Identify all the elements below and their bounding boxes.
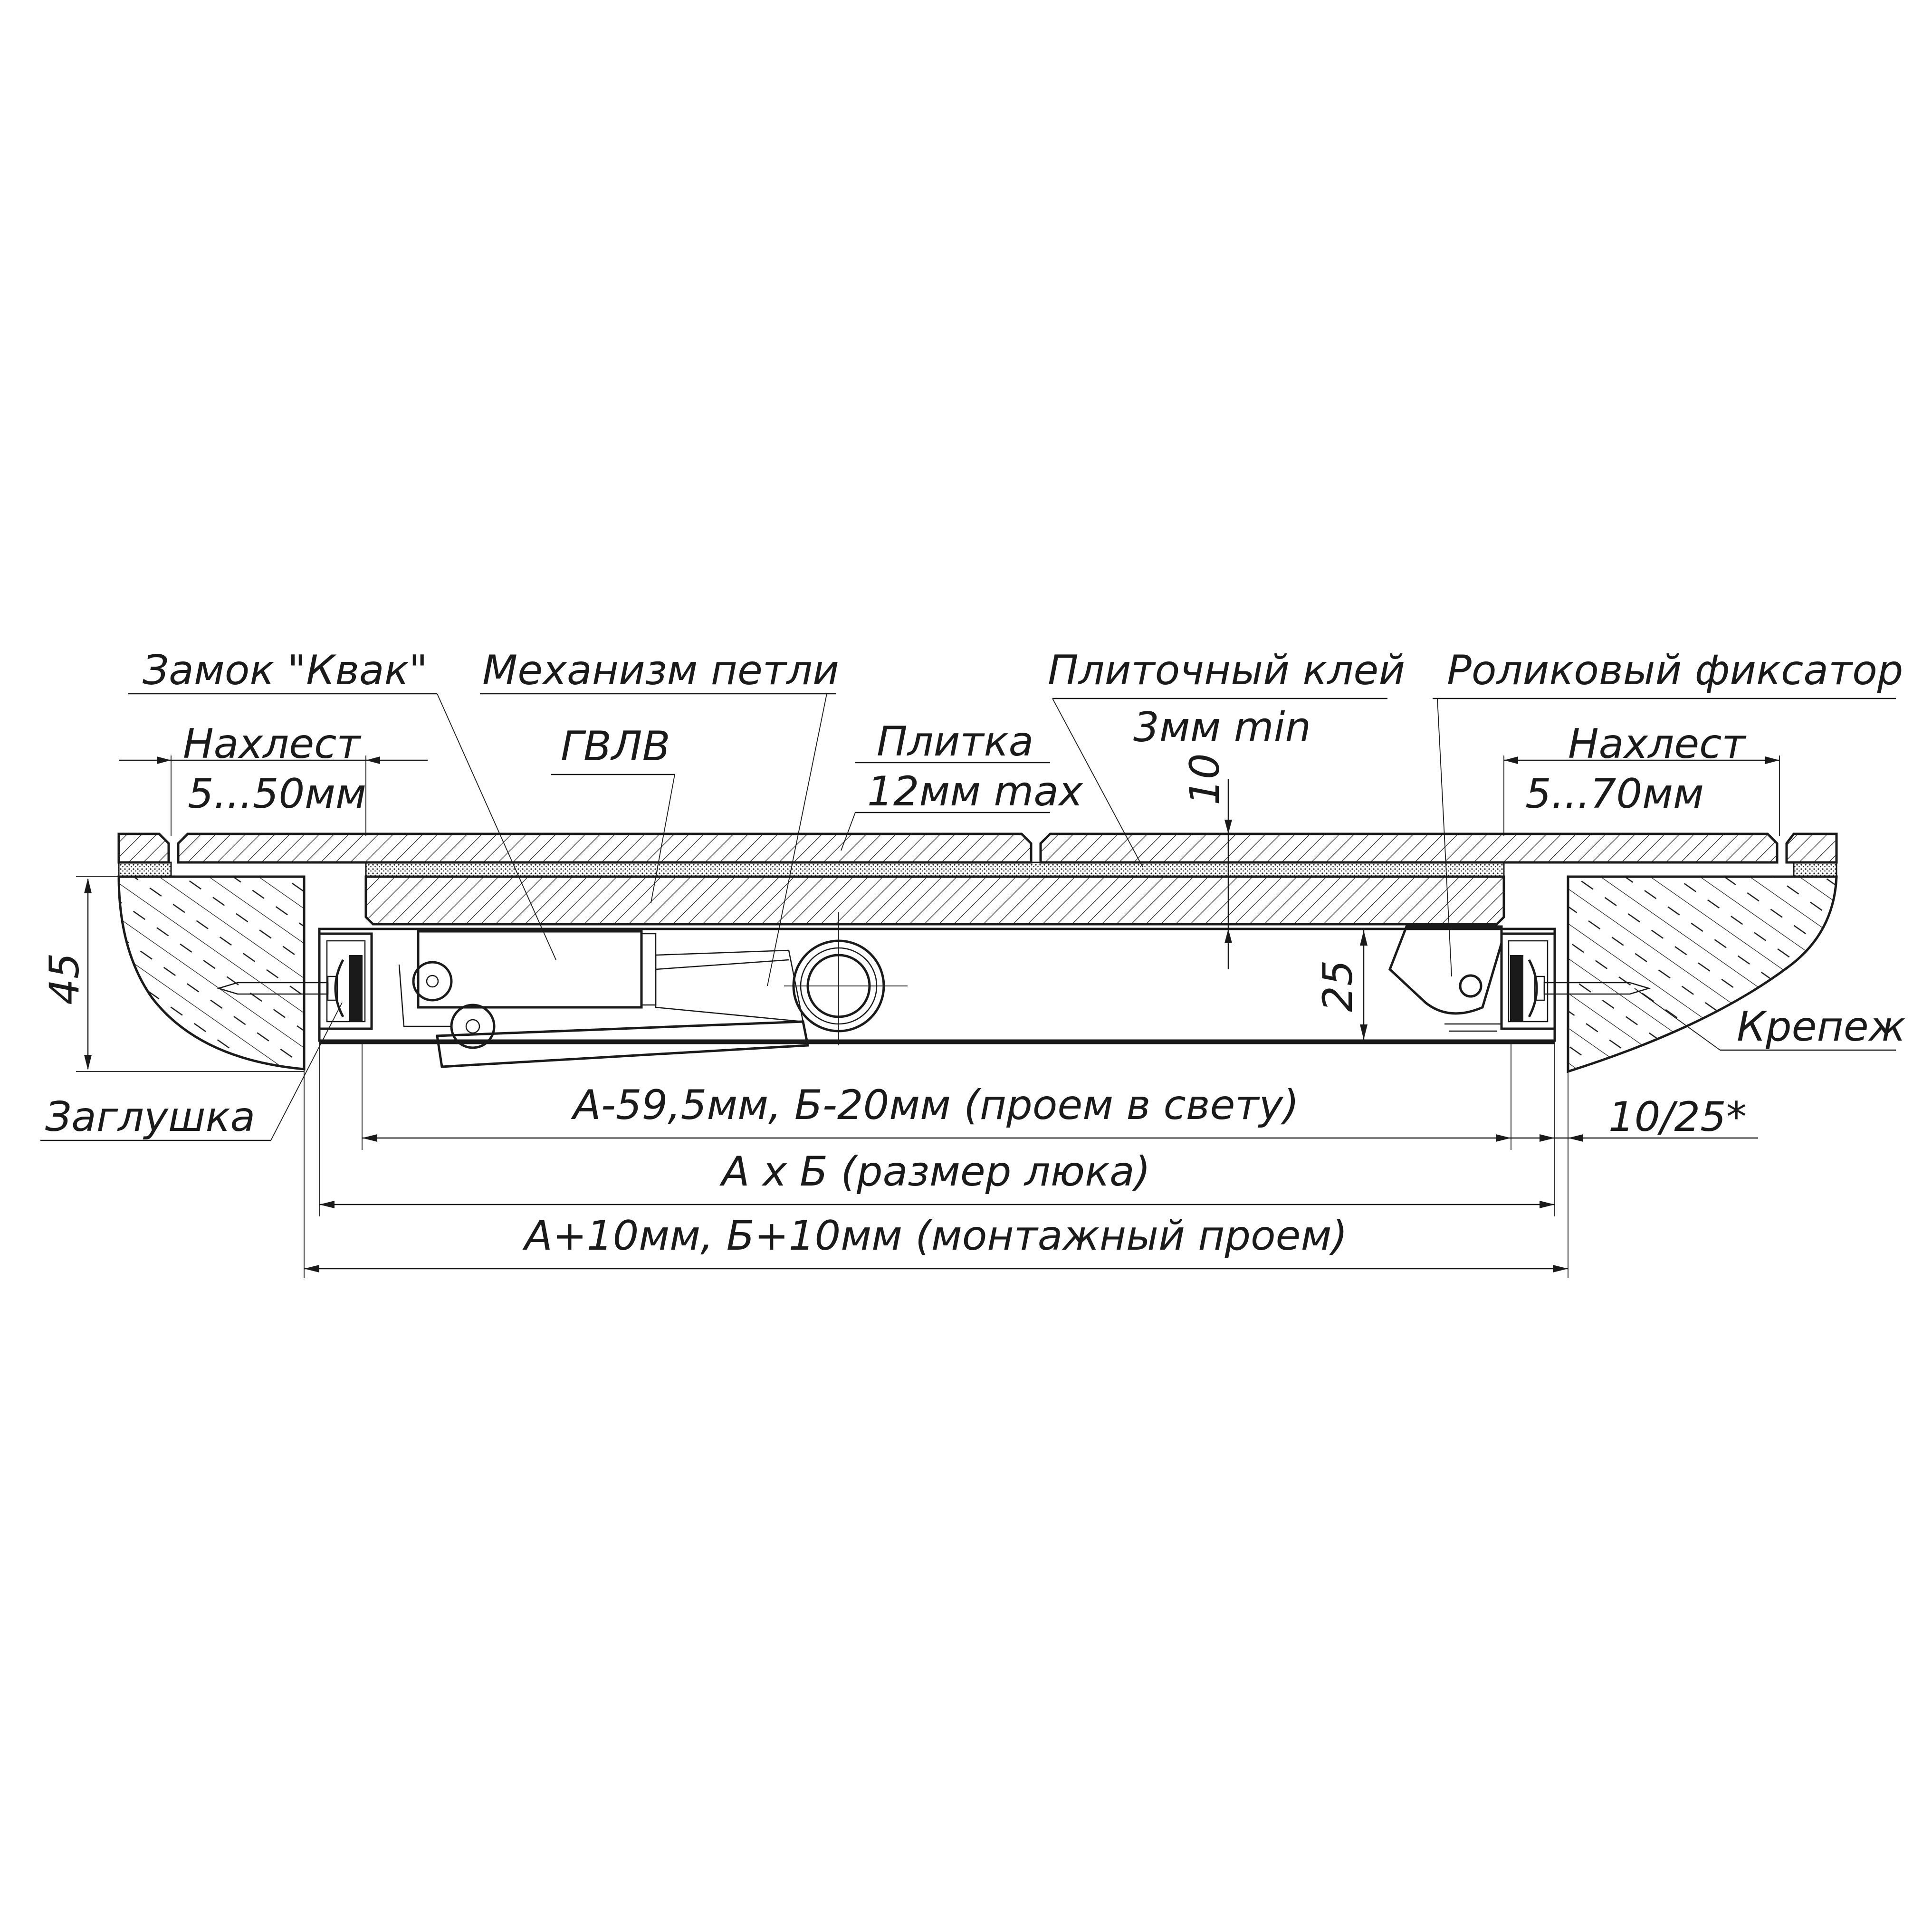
dim-overlap-left: Нахлест 5...50мм <box>119 720 428 836</box>
dim-hatch-size: А х Б (размер люка) <box>319 1043 1555 1216</box>
callout-tile: Плитка 12мм max <box>841 718 1083 851</box>
fastener-left <box>216 955 363 1022</box>
wall-left <box>117 875 306 1071</box>
tile-layer <box>117 832 1838 864</box>
overlap-right-value: 5...70мм <box>1525 770 1704 818</box>
adhesive-layer <box>118 861 1837 878</box>
dim-depth-25-text: 25 <box>1314 960 1362 1012</box>
dim-gap-10-text: 10 <box>1181 753 1229 805</box>
label-lock: Замок "Квак" <box>143 647 428 694</box>
label-roller-latch: Роликовый фиксатор <box>1447 647 1903 694</box>
mounting-opening-text: А+10мм, Б+10мм (монтажный проем) <box>522 1212 1348 1260</box>
callout-plug: Заглушка <box>40 1002 343 1141</box>
overlap-right-title: Нахлест <box>1568 720 1747 768</box>
dim-clear-opening: А-59,5мм, Б-20мм (проем в свету) <box>362 1041 1511 1150</box>
hinge-mechanism <box>398 912 908 1068</box>
label-tile-thickness: 12мм max <box>867 768 1083 815</box>
dim-depth-25: 25 <box>1314 929 1368 1041</box>
roller-latch <box>1388 925 1503 1032</box>
side-gap-text: 10/25* <box>1608 1093 1747 1141</box>
label-fastener: Крепеж <box>1737 1003 1905 1051</box>
dim-depth-45-text: 45 <box>41 953 88 1004</box>
overlap-left-title: Нахлест <box>183 720 362 768</box>
fastener-right <box>1510 955 1651 1022</box>
label-hinge: Механизм петли <box>482 647 839 694</box>
dim-side-gap: 10/25* <box>1511 1043 1758 1278</box>
callout-hinge: Механизм петли <box>480 647 839 986</box>
hatch-size-text: А х Б (размер люка) <box>719 1148 1151 1196</box>
clear-opening-text: А-59,5мм, Б-20мм (проем в свету) <box>571 1081 1299 1129</box>
callout-fastener: Крепеж <box>1634 988 1905 1051</box>
label-tile-adhesive-thickness: 3мм min <box>1133 704 1311 751</box>
callout-tile-adhesive: Плиточный клей 3мм min <box>1048 647 1405 868</box>
dim-depth-45: 45 <box>41 876 304 1072</box>
gvl-board <box>364 875 1505 926</box>
overlap-left-value: 5...50мм <box>188 770 366 818</box>
label-gvl: ГВЛВ <box>561 723 670 770</box>
dim-mounting-opening: А+10мм, Б+10мм (монтажный проем) <box>304 1069 1568 1278</box>
label-plug: Заглушка <box>45 1093 255 1141</box>
hatch-frame <box>318 928 1556 1044</box>
label-tile-adhesive: Плиточный клей <box>1048 647 1405 694</box>
dim-gap-10: 10 <box>1181 753 1232 969</box>
wall-right <box>1567 875 1838 1073</box>
callout-roller-latch: Роликовый фиксатор <box>1433 647 1903 977</box>
dim-overlap-right: Нахлест 5...70мм <box>1503 720 1780 836</box>
label-tile: Плитка <box>877 718 1033 765</box>
callout-lock: Замок "Квак" <box>128 647 556 960</box>
callout-gvl: ГВЛВ <box>551 723 675 903</box>
